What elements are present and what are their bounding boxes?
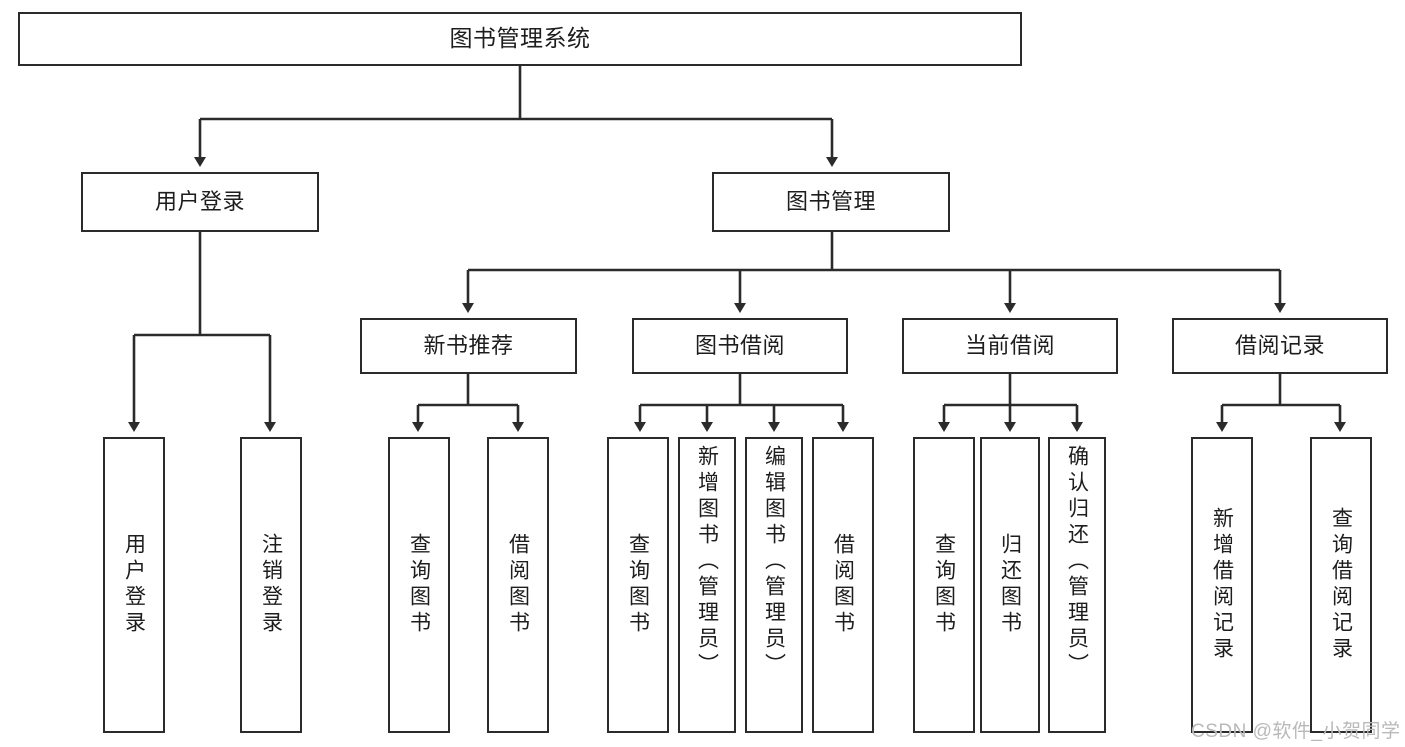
leaf-query-book-recommend[interactable]: 查询图书 (388, 437, 450, 733)
node-label: 图书管理系统 (449, 25, 591, 52)
node-label: 注销登录 (259, 533, 283, 637)
node-root-book-management-system[interactable]: 图书管理系统 (18, 12, 1022, 66)
node-current-borrow[interactable]: 当前借阅 (902, 318, 1118, 374)
leaf-edit-book-admin[interactable]: 编辑图书（管理员） (745, 437, 803, 733)
leaf-add-book-admin[interactable]: 新增图书（管理员） (678, 437, 736, 733)
node-label: 图书借阅 (694, 333, 785, 359)
leaf-borrow-book[interactable]: 借阅图书 (812, 437, 874, 733)
leaf-borrow-book-recommend[interactable]: 借阅图书 (487, 437, 549, 733)
node-new-book-recommend[interactable]: 新书推荐 (360, 318, 577, 374)
leaf-query-book-borrow[interactable]: 查询图书 (607, 437, 669, 733)
node-label: 新增图书（管理员） (695, 445, 719, 679)
node-label: 借阅图书 (506, 533, 530, 637)
leaf-logout[interactable]: 注销登录 (240, 437, 302, 733)
leaf-return-book[interactable]: 归还图书 (980, 437, 1040, 733)
node-label: 用户登录 (154, 189, 245, 215)
leaf-user-login[interactable]: 用户登录 (103, 437, 165, 733)
node-label: 借阅图书 (831, 533, 855, 637)
node-label: 编辑图书（管理员） (762, 445, 786, 679)
watermark-text: CSDN @软件_小贺同学 (1191, 721, 1401, 742)
node-book-borrow[interactable]: 图书借阅 (632, 318, 848, 374)
node-label: 当前借阅 (964, 333, 1055, 359)
node-label: 确认归还（管理员） (1065, 445, 1089, 679)
node-book-management[interactable]: 图书管理 (712, 172, 950, 232)
node-label: 新增借阅记录 (1210, 507, 1234, 663)
node-label: 归还图书 (998, 533, 1022, 637)
leaf-query-borrow-record[interactable]: 查询借阅记录 (1310, 437, 1372, 733)
node-label: 图书管理 (785, 189, 876, 215)
node-label: 查询图书 (932, 533, 956, 637)
node-borrow-record[interactable]: 借阅记录 (1172, 318, 1388, 374)
node-label: 查询借阅记录 (1329, 507, 1353, 663)
leaf-confirm-return-admin[interactable]: 确认归还（管理员） (1048, 437, 1106, 733)
leaf-query-book-current[interactable]: 查询图书 (913, 437, 975, 733)
node-label: 借阅记录 (1234, 333, 1325, 359)
leaf-add-borrow-record[interactable]: 新增借阅记录 (1191, 437, 1253, 733)
node-user-login[interactable]: 用户登录 (81, 172, 319, 232)
node-label: 查询图书 (407, 533, 431, 637)
node-label: 新书推荐 (423, 333, 514, 359)
node-label: 用户登录 (122, 533, 146, 637)
node-label: 查询图书 (626, 533, 650, 637)
